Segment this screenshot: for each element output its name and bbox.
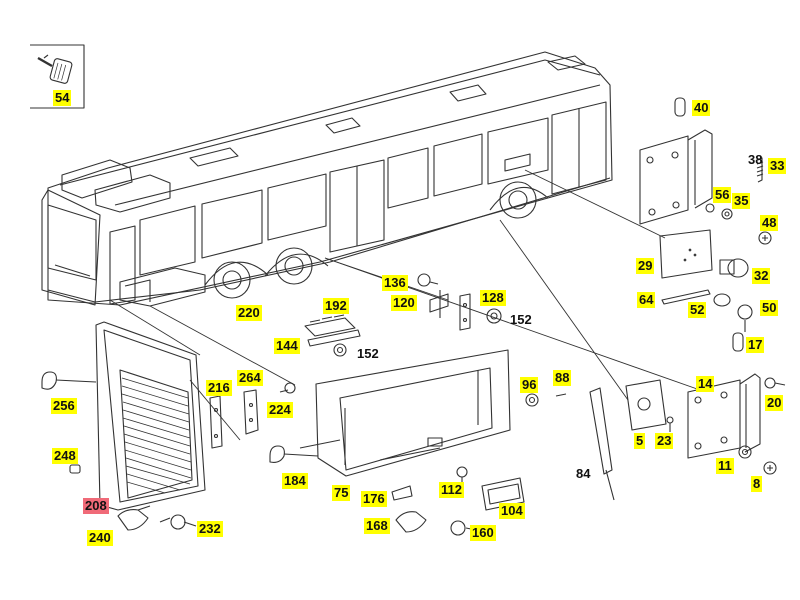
- part-label-144[interactable]: 144: [274, 338, 300, 354]
- part-label-216[interactable]: 216: [206, 380, 232, 396]
- part-label-104[interactable]: 104: [499, 503, 525, 519]
- part-label-112[interactable]: 112: [439, 482, 464, 498]
- center-hardware: [304, 273, 502, 357]
- part-label-88[interactable]: 88: [553, 370, 572, 386]
- part-label-192[interactable]: 192: [323, 298, 349, 314]
- part-label-14[interactable]: 14: [696, 376, 715, 392]
- part-label-184[interactable]: 184: [282, 473, 308, 489]
- part-label-248[interactable]: 248: [52, 448, 78, 464]
- part-label-35[interactable]: 35: [732, 193, 751, 209]
- part-label-136[interactable]: 136: [382, 275, 408, 291]
- part-label-38[interactable]: 38: [748, 152, 763, 167]
- leader-lines: [109, 169, 701, 441]
- part-label-128[interactable]: 128: [480, 290, 506, 306]
- part-label-20[interactable]: 20: [765, 395, 784, 411]
- part-label-240[interactable]: 240: [87, 530, 113, 546]
- part-label-220[interactable]: 220: [236, 305, 262, 321]
- part-label-120[interactable]: 120: [391, 295, 417, 311]
- part-label-208[interactable]: 208: [83, 498, 109, 514]
- part-label-152-bottom[interactable]: 152: [357, 346, 379, 361]
- part-label-29[interactable]: 29: [636, 258, 655, 274]
- part-label-48[interactable]: 48: [760, 215, 779, 231]
- part-label-64[interactable]: 64: [637, 292, 656, 308]
- part-label-176[interactable]: 176: [361, 491, 387, 507]
- part-label-32[interactable]: 32: [752, 268, 771, 284]
- part-label-33[interactable]: 33: [768, 158, 787, 174]
- bus-body: [41, 51, 613, 307]
- part-label-40[interactable]: 40: [692, 100, 711, 116]
- part-label-264[interactable]: 264: [237, 370, 263, 386]
- hinge-assembly-top: [639, 97, 772, 245]
- part-label-5[interactable]: 5: [634, 433, 646, 449]
- part-label-160[interactable]: 160: [470, 525, 496, 541]
- hinge-assembly-bottom: [625, 373, 786, 475]
- plate-29: [659, 229, 753, 352]
- part-label-75[interactable]: 75: [332, 485, 351, 501]
- part-label-168[interactable]: 168: [364, 518, 390, 534]
- part-label-224[interactable]: 224: [267, 402, 293, 418]
- grille-door-208: [95, 321, 206, 511]
- part-label-256[interactable]: 256: [51, 398, 77, 414]
- part-label-232[interactable]: 232: [197, 521, 223, 537]
- part-label-11[interactable]: 11: [716, 458, 734, 474]
- part-label-152-top[interactable]: 152: [510, 312, 532, 327]
- part-label-54[interactable]: 54: [53, 90, 72, 106]
- part-label-96[interactable]: 96: [520, 377, 539, 393]
- part-label-56[interactable]: 56: [713, 187, 732, 203]
- part-label-17[interactable]: 17: [746, 337, 765, 353]
- key-inset: [30, 44, 85, 109]
- flap-75: [299, 349, 511, 477]
- part-label-8[interactable]: 8: [751, 476, 763, 492]
- part-label-23[interactable]: 23: [655, 433, 674, 449]
- lower-center-parts: [391, 387, 615, 536]
- left-small-parts: [41, 371, 319, 531]
- part-label-84[interactable]: 84: [576, 466, 591, 481]
- part-label-50[interactable]: 50: [760, 300, 779, 316]
- part-label-52[interactable]: 52: [688, 302, 707, 318]
